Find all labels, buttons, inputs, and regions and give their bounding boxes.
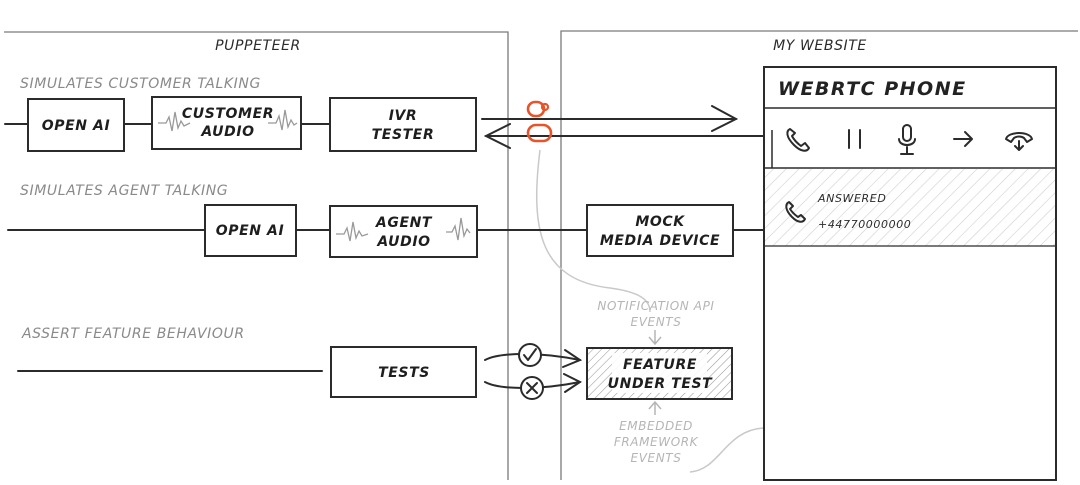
ivr-tester-label-line1: IVR [389,108,418,124]
agent-audio-box: AGENT AUDIO [329,205,478,258]
audio-waveform [158,111,191,132]
audio-waveform [336,221,369,242]
embedded-flow-curve [689,427,765,473]
arrow-phone-to-ivr [483,123,765,149]
embedded-label-line1: EMBEDDED [619,419,693,433]
open-ai-customer-box: OPEN AI [27,98,125,152]
active-call-row[interactable]: ANSWERED +44770000000 [765,169,1055,247]
tests-label: TESTS [378,365,430,381]
mock-media-label-line2: MEDIA DEVICE [600,233,720,249]
feature-label-line2: UNDER TEST [608,376,714,392]
phone-title: WEBRTC PHONE [778,78,967,100]
notification-label-line1: NOTIFICATION API [597,299,714,313]
agent-audio-label-line2: AUDIO [376,234,430,250]
lane-label-assert: ASSERT FEATURE BEHAVIOUR [21,326,245,342]
mock-media-label-line1: MOCK [635,214,685,230]
puppeteer-frame [4,31,509,480]
ivr-tester-box: IVR TESTER [329,97,477,152]
lane-label-agent: SIMULATES AGENT TALKING [20,183,228,199]
embedded-label-line3: EVENTS [631,451,682,465]
arrow-notification-to-feature [648,330,662,346]
lane-label-customer: SIMULATES CUSTOMER TALKING [20,76,261,92]
notification-label-line2: EVENTS [631,315,682,329]
tests-box: TESTS [330,346,477,398]
customer-audio-label-line1: CUSTOMER [182,106,274,122]
embedded-label-line2: FRAMEWORK [614,435,699,449]
call-phone-icon [785,201,806,223]
event-flow-curve [535,149,651,313]
audio-waveform [268,109,298,131]
pause-icon[interactable] [848,129,861,149]
arrow-embedded-to-feature [648,400,662,415]
agent-audio-label-line1: AGENT [375,215,433,231]
my-website-title: MY WEBSITE [773,38,867,54]
open-ai-agent-label: OPEN AI [216,223,285,239]
arrow-ivr-to-phone [481,105,739,132]
check-circle-icon [518,343,542,367]
puppeteer-title: PUPPETEER [215,38,301,54]
audio-waveform [446,217,471,241]
phone-icon[interactable] [786,128,810,152]
call-number: +44770000000 [818,218,911,231]
hangup-icon[interactable] [1005,132,1033,151]
customer-audio-box: CUSTOMER AUDIO [151,96,302,150]
ivr-tester-label-line2: TESTER [372,127,435,143]
customer-audio-label-line2: AUDIO [200,124,254,140]
open-ai-customer-label: OPEN AI [42,118,111,134]
call-status: ANSWERED [817,192,886,205]
transfer-arrow-icon[interactable] [953,131,973,147]
my-website-frame [560,30,1078,480]
feature-label-line1: FEATURE [623,357,697,373]
mock-media-device-box: MOCK MEDIA DEVICE [586,204,734,257]
cross-circle-icon [520,376,544,400]
microphone-icon[interactable] [898,124,916,155]
open-ai-agent-box: OPEN AI [204,204,297,257]
genesys-logo-icon [526,100,553,143]
feature-under-test-box: FEATURE UNDER TEST [586,347,733,400]
